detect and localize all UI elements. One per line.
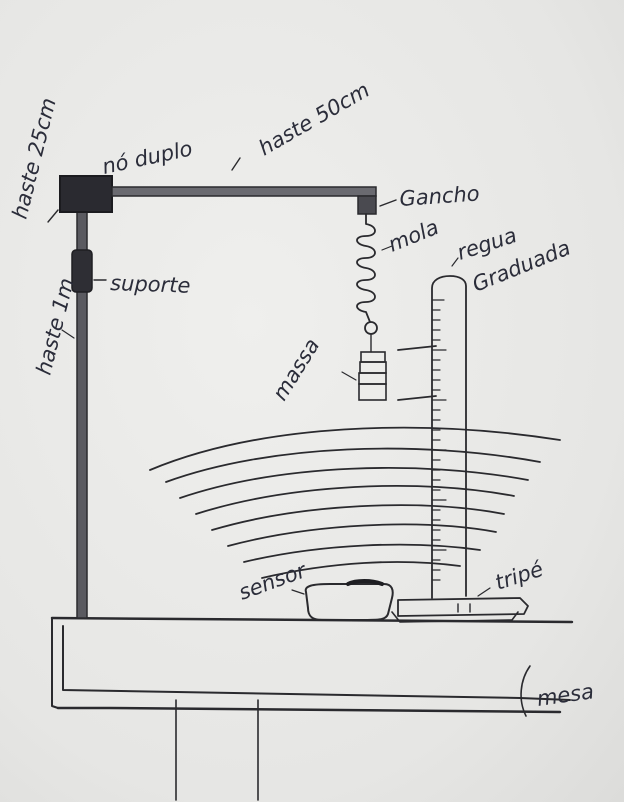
hook <box>357 195 377 215</box>
vertical-rod <box>61 189 107 619</box>
label-mola: mola <box>385 215 442 257</box>
horizontal-rod <box>111 157 377 197</box>
tripod-top <box>397 597 529 617</box>
spring <box>356 213 376 323</box>
table <box>50 616 574 801</box>
tripod-feet <box>457 603 471 613</box>
graduated-ruler <box>397 257 467 599</box>
double-clamp <box>59 175 113 213</box>
mola-pointer <box>381 245 393 251</box>
haste-25-pointer <box>47 209 59 223</box>
label-sensor: sensor <box>236 558 311 605</box>
sound-waves <box>149 426 561 579</box>
ruler-pointer-upper <box>397 345 437 351</box>
sensor-pointer <box>291 589 305 595</box>
tripod-base <box>391 611 519 623</box>
label-mesa: mesa <box>535 679 595 711</box>
label-haste-1m: haste 1m <box>32 276 79 378</box>
label-suporte: suporte <box>110 271 191 298</box>
haste-1m-pointer <box>61 329 75 339</box>
mass-stack <box>341 351 387 401</box>
tripod <box>391 587 529 623</box>
rod-50cm <box>111 186 377 197</box>
mesa-pointer <box>520 665 531 717</box>
table-bottom-edge <box>56 706 562 714</box>
ruler-pointer-lower <box>397 395 437 401</box>
massa-pointer <box>341 371 357 381</box>
spring-ring <box>364 321 378 335</box>
table-left-edge <box>51 617 59 709</box>
ruler-body <box>431 275 467 599</box>
haste-50-pointer <box>231 157 241 171</box>
gancho-pointer <box>379 199 397 207</box>
label-tripe: tripé <box>492 557 546 595</box>
label-gancho: Gancho <box>399 181 481 211</box>
regua-pointer <box>451 257 459 267</box>
sensor-body <box>304 583 394 621</box>
support-clamp <box>71 249 93 293</box>
label-massa: massa <box>268 334 324 404</box>
table-inner-line <box>62 625 571 701</box>
sensor-device <box>291 579 394 621</box>
sensor-top <box>346 579 384 586</box>
table-top-edge <box>50 616 574 624</box>
label-haste-50cm: haste 50cm <box>255 78 374 161</box>
label-no-duplo: nó duplo <box>100 136 194 178</box>
tripe-pointer <box>477 587 491 597</box>
label-haste-25cm: haste 25cm <box>8 95 61 221</box>
ruler-ticks <box>431 299 447 581</box>
